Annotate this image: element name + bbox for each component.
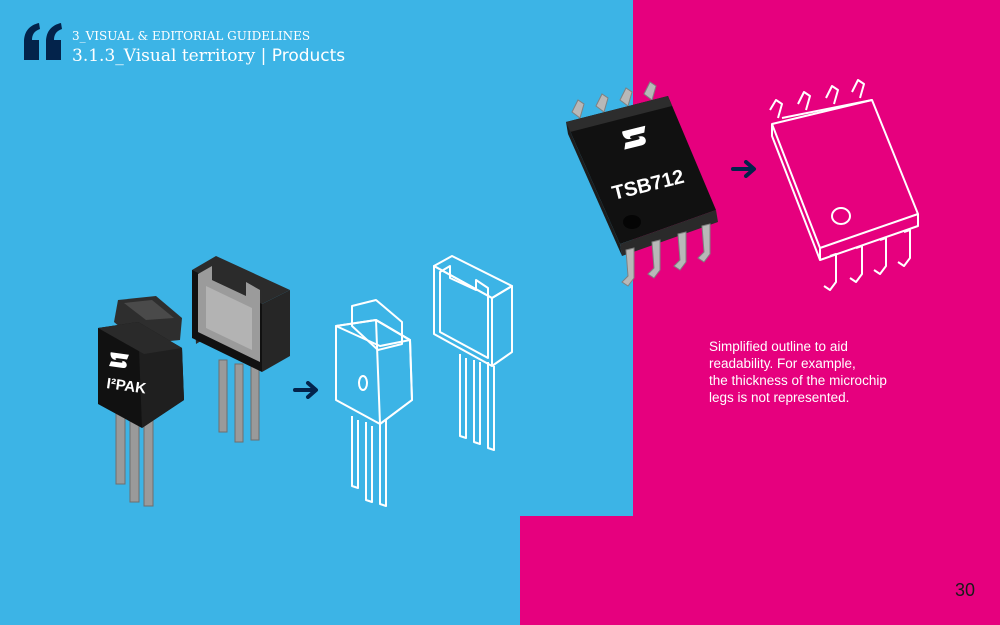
arrow-right-icon bbox=[731, 160, 756, 178]
caption-line-1: Simplified outline to aid bbox=[709, 339, 848, 354]
arrow-right-icon bbox=[293, 381, 318, 399]
caption: Simplified outline to aid readability. F… bbox=[709, 338, 939, 406]
page-title-sub: Products bbox=[271, 46, 346, 66]
ipak-label: I²PAK bbox=[105, 375, 147, 397]
page-title: 3.1.3_Visual territory | Products bbox=[72, 46, 345, 66]
quote-mark-icon bbox=[24, 23, 62, 60]
caption-line-2: readability. For example, bbox=[709, 356, 856, 371]
page-title-main: 3.1.3_Visual territory bbox=[72, 46, 256, 66]
caption-line-4: legs is not represented. bbox=[709, 390, 850, 405]
page-title-separator: | bbox=[255, 46, 272, 66]
page-number: 30 bbox=[954, 580, 975, 600]
st-logo-icon bbox=[109, 352, 129, 368]
section-label: 3_VISUAL & EDITORIAL GUIDELINES bbox=[72, 29, 311, 43]
caption-line-3: the thickness of the microchip bbox=[709, 373, 887, 388]
st-logo-icon bbox=[622, 125, 646, 150]
